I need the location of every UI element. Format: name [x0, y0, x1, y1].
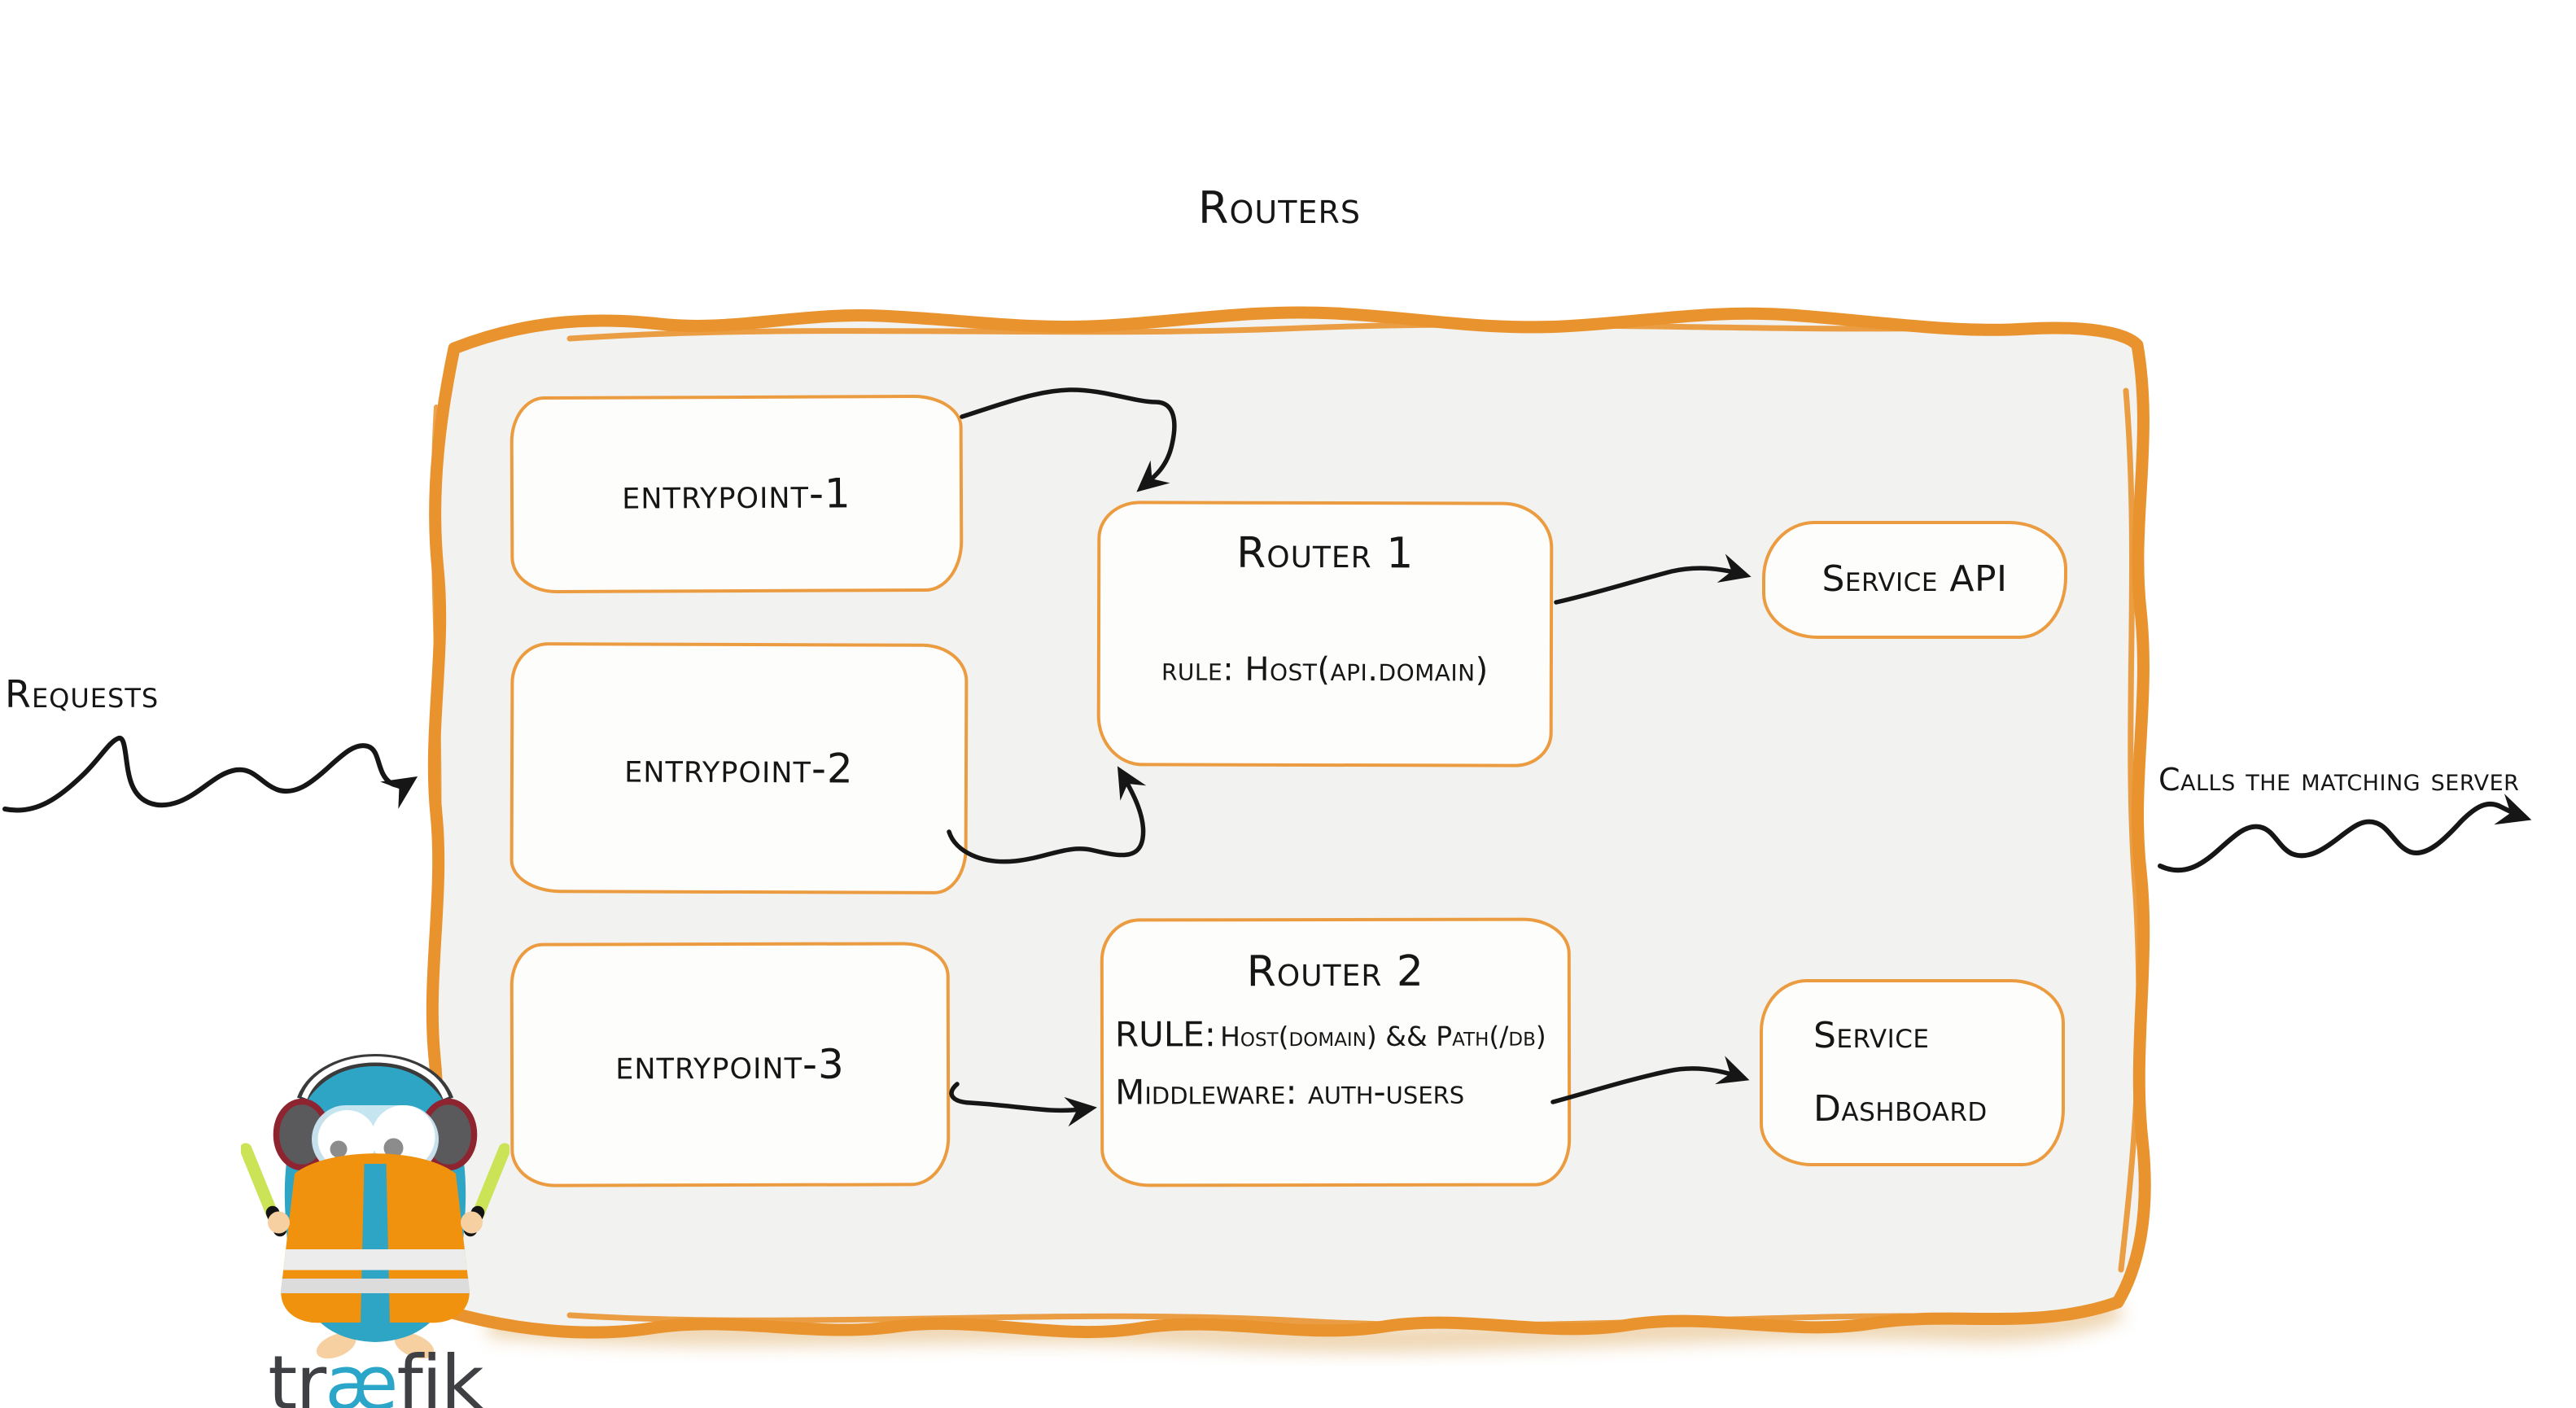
entrypoint-2-label: entrypoint-2	[624, 744, 854, 793]
arrow-entrypoint1-to-router1	[960, 387, 1177, 492]
entrypoint-3-label: entrypoint-3	[615, 1040, 845, 1089]
gopher-body	[284, 1066, 466, 1342]
frame-bottom-glow	[487, 1293, 2125, 1352]
eye-right	[371, 1105, 435, 1169]
router-1-name: Router 1	[1236, 528, 1415, 579]
wordmark-ae: æ	[325, 1340, 398, 1408]
frame-brush-top	[566, 321, 2022, 342]
router-2-rule: RULE: Host(domain) && Path(/db)	[1114, 1014, 1556, 1055]
arrow-calls-out	[2158, 794, 2532, 873]
light-stick-left	[241, 1143, 279, 1222]
traefik-wordmark: træfik	[241, 1340, 510, 1408]
safety-vest	[281, 1153, 470, 1323]
gopher-hand-left	[268, 1211, 290, 1234]
service-api-label: Service API	[1822, 558, 2008, 601]
arrow-requests-in	[2, 736, 418, 813]
arrow-entrypoint3-to-router2	[949, 1082, 1097, 1127]
eye-left	[317, 1110, 377, 1169]
ear-cup-left	[273, 1098, 331, 1171]
service-dashboard-box: Service Dashboard	[1760, 979, 2065, 1166]
requests-label: Requests	[5, 672, 160, 716]
arrow-entrypoint2-to-router1	[947, 766, 1147, 864]
stick-handle-left	[265, 1205, 287, 1237]
router-2-box: Router 2 RULE: Host(domain) && Path(/db)…	[1100, 917, 1572, 1187]
stick-handle-right	[463, 1205, 485, 1237]
frame-brush-right	[2118, 387, 2142, 1273]
gopher-hand-right	[461, 1211, 483, 1234]
frame-brush-left	[431, 404, 452, 1272]
service-dashboard-label-line1: Service	[1813, 1014, 1930, 1056]
arrow-router2-to-service-dashboard	[1550, 1056, 1750, 1104]
router-1-rule: rule: Host(api.domain)	[1161, 650, 1489, 689]
arrow-router1-to-service-api	[1554, 553, 1752, 605]
wordmark-tr: tr	[268, 1340, 326, 1408]
entrypoint-1-box: entrypoint-1	[510, 394, 964, 594]
light-stick-right	[471, 1143, 510, 1222]
vest-chest-gap	[361, 1164, 390, 1323]
service-api-box: Service API	[1762, 521, 2067, 639]
vest-stripe-1	[281, 1249, 470, 1270]
entrypoint-2-box: entrypoint-2	[510, 642, 969, 894]
gopher-tooth-right	[375, 1181, 388, 1204]
gopher-tooth-left	[363, 1181, 376, 1204]
vest-stripe-2	[281, 1279, 470, 1293]
gopher-muzzle	[351, 1169, 400, 1198]
diagram-title: Routers	[1198, 182, 1361, 234]
headphone-band	[296, 1054, 454, 1104]
router-1-box: Router 1 rule: Host(api.domain)	[1096, 501, 1554, 767]
wordmark-fik: fik	[396, 1340, 484, 1408]
entrypoint-1-label: entrypoint-1	[622, 470, 851, 518]
service-dashboard-label-line2: Dashboard	[1813, 1088, 1988, 1130]
router-2-name: Router 2	[1246, 947, 1424, 997]
router-2-rule-label: RULE:	[1114, 1014, 1217, 1055]
pupil-left	[330, 1140, 348, 1158]
traefik-gopher-icon	[241, 1054, 510, 1359]
goggles	[312, 1105, 439, 1174]
gopher-nose	[363, 1157, 387, 1173]
entrypoint-3-box: entrypoint-3	[510, 942, 951, 1187]
pupil-right	[383, 1138, 404, 1158]
calls-label: Calls the matching server	[2158, 762, 2520, 798]
router-2-middleware: Middleware: auth-users	[1115, 1071, 1465, 1113]
frame-left-glow	[426, 1017, 462, 1310]
router-2-rule-value: Host(domain) && Path(/db)	[1220, 1020, 1546, 1053]
headphone-band-highlight	[301, 1056, 449, 1100]
frame-brush-bottom	[566, 1312, 1997, 1328]
ear-cup-right	[419, 1098, 478, 1171]
